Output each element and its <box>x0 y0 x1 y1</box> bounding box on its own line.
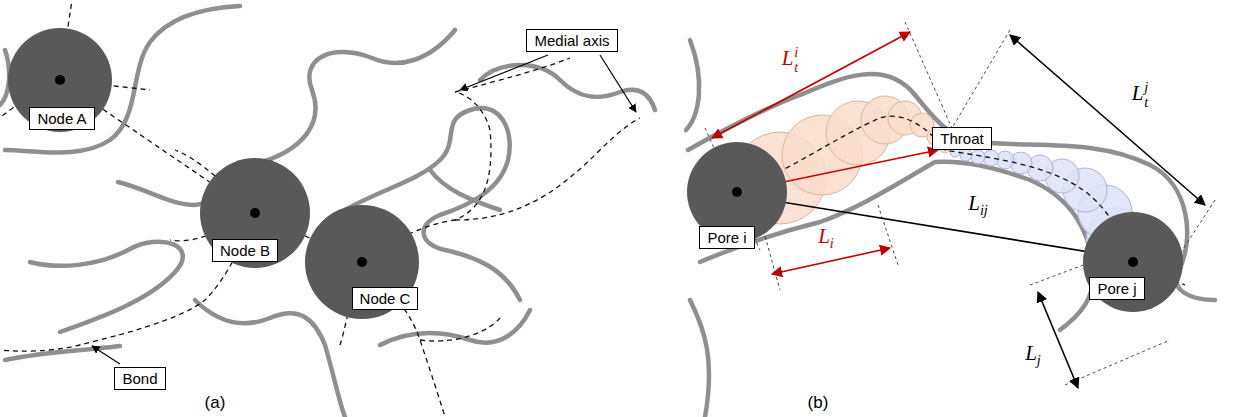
label-text: Node A <box>37 110 86 127</box>
grain-wall <box>5 6 240 153</box>
centre-line <box>737 116 1133 262</box>
panel-label: (a) <box>205 393 226 413</box>
inscribed-circles <box>971 150 985 164</box>
medial-axis <box>455 118 640 220</box>
medial-axis <box>455 58 570 92</box>
centre-dot <box>357 257 367 267</box>
node-label: Node A <box>29 107 94 130</box>
dimension-arrow <box>772 248 890 274</box>
dimension-label: Lj <box>1025 341 1041 369</box>
bond-line <box>103 109 210 182</box>
panel-label: (b) <box>808 393 829 413</box>
pore-circle: Pore j <box>1083 212 1183 312</box>
label-text: Node C <box>360 290 411 307</box>
dimension-arrow <box>745 196 1126 258</box>
grain-wall <box>686 40 1215 417</box>
extension-line <box>945 30 1010 140</box>
grain-wall <box>195 300 345 417</box>
node-label: Node C <box>352 287 419 310</box>
pore-circle: Pore i <box>687 142 787 242</box>
label-text: Throat <box>940 130 983 147</box>
label-text: Medial axis <box>534 32 609 49</box>
label-text: Pore i <box>707 229 746 246</box>
node-label: Pore j <box>1089 277 1144 300</box>
centre-dot <box>55 75 65 85</box>
dimension-arrow <box>1010 35 1205 205</box>
grain-wall <box>0 6 655 417</box>
medial-axis <box>0 0 640 417</box>
leader-arrow <box>600 55 636 112</box>
grain-wall <box>30 242 183 332</box>
extension-line <box>1065 340 1170 385</box>
grain-wall <box>690 300 709 417</box>
label-text: Node B <box>220 242 270 259</box>
pore-circle: Node B <box>200 158 310 268</box>
label-text: Pore j <box>1097 280 1136 297</box>
dimension-arrow <box>712 32 910 138</box>
callout-box: Medial axis <box>526 29 617 52</box>
dimension-arrow <box>1038 292 1078 388</box>
callout-box: Throat <box>932 127 991 150</box>
medial-axis <box>420 318 500 341</box>
leader-arrow <box>92 55 636 364</box>
node-label: Node B <box>212 239 278 262</box>
leader-arrow <box>92 346 120 364</box>
inscribed-circles <box>960 149 972 161</box>
centre-dot <box>732 187 742 197</box>
pore-circle: Node C <box>305 205 419 319</box>
centre-dot <box>250 208 260 218</box>
extension-line <box>878 205 898 265</box>
extension-line <box>762 225 780 290</box>
dimension-label: Lij <box>968 191 988 219</box>
label-text: Bond <box>122 370 157 387</box>
dimension-label: Li <box>818 224 834 252</box>
grain-wall <box>686 40 699 130</box>
dimension-arrow <box>712 32 1205 388</box>
callout-box: Bond <box>114 367 165 390</box>
extension-line <box>905 22 955 135</box>
node-label: Pore i <box>699 226 754 249</box>
grain-wall <box>430 170 500 210</box>
dimension-label: Lit <box>782 45 799 75</box>
centre-dot <box>1128 257 1138 267</box>
pore-circle: Node A <box>8 28 112 132</box>
leader-arrow <box>460 55 548 90</box>
grain-wall <box>380 310 530 345</box>
dimension-label: Ljt <box>1132 80 1149 110</box>
